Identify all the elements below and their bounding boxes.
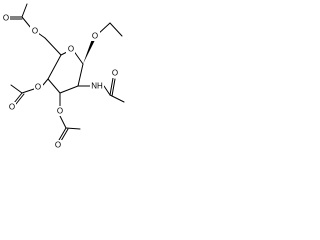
bond-c1-c2: [77, 63, 84, 87]
bond-c3-carbonyl-a: [58, 127, 67, 141]
ring-oxygen-label: O: [68, 45, 74, 54]
carbonyl-oxygen-c3-label: O: [55, 141, 61, 150]
bond-c-ch3-amide: [109, 94, 125, 103]
bond-ch2-ch3: [109, 22, 123, 37]
acetyl-oxygen-c3-label: O: [57, 107, 63, 116]
amide-nh-label: NH: [91, 82, 103, 91]
bond-c4-c5: [47, 54, 62, 80]
bond-amide-carbonyl-a: [109, 77, 114, 96]
bond-c4-carbonyl-b: [15, 93, 25, 105]
carbonyl-oxygen-amide-label: O: [112, 69, 118, 78]
acetyl-oxygen-c6-label: O: [32, 27, 38, 36]
bond-c2-c3: [59, 85, 79, 94]
carbonyl-oxygen-c6-label: O: [3, 14, 9, 23]
bond-o3-c: [59, 115, 67, 129]
atom-labels: O O O O O O O O NH O: [1, 13, 119, 150]
bond-c-ch3-c4: [10, 84, 23, 94]
bond-amide-carbonyl-b: [111, 78, 116, 97]
bond-c3-c4: [47, 78, 61, 94]
wedge-c1-o1: [83, 39, 95, 64]
molecule-structure: O O O O O O O O NH O: [1, 3, 125, 150]
bond-o6-c: [21, 16, 32, 29]
glycosidic-oxygen-label: O: [92, 32, 98, 41]
bond-n-c: [103, 85, 111, 96]
bond-c4-carbonyl-a: [13, 92, 23, 104]
bond-c6-o6: [37, 32, 46, 39]
bond-c-ch3-c6: [21, 3, 28, 18]
bond-o4-c: [21, 88, 35, 94]
acetyl-oxygen-c4-label: O: [35, 83, 41, 92]
bond-c5-c6: [44, 37, 62, 56]
bond-c-ch3-c3: [65, 127, 81, 130]
carbonyl-oxygen-c4-label: O: [9, 103, 15, 112]
bond-c3-carbonyl-b: [60, 128, 69, 142]
bonds: [9, 3, 125, 142]
bond-c4-o4: [42, 78, 49, 86]
